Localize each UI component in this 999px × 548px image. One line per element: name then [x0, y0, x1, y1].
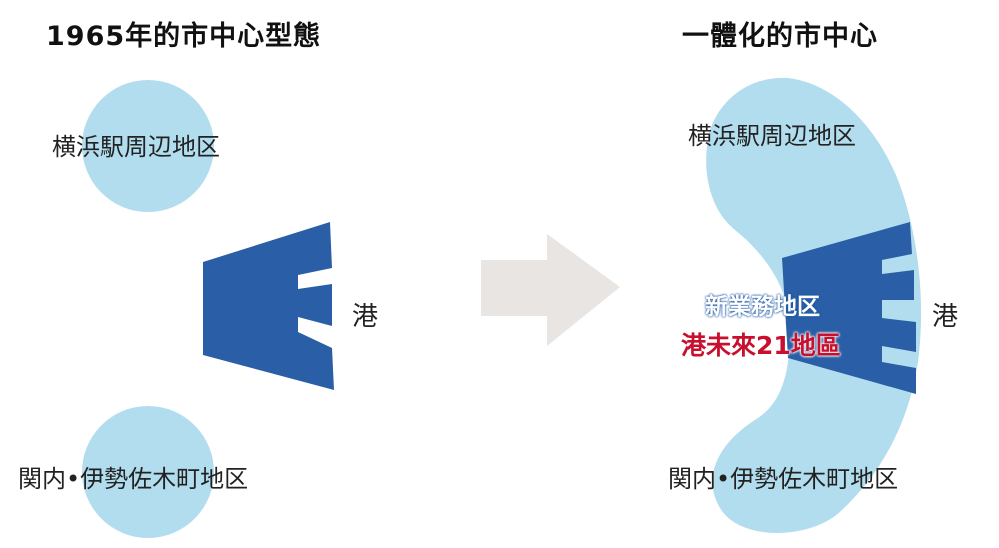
new-business-district-label: 新業務地区 [705, 294, 820, 320]
arrow-right-icon [481, 234, 620, 346]
left-kannai-area-label: 関内•伊勢佐木町地区 [18, 465, 249, 493]
minatomirai-label: 港未來21地區 [681, 331, 841, 360]
left-panel-title: 1965年的市中心型態 [46, 21, 322, 52]
right-station-area-label: 横浜駅周辺地区 [688, 122, 856, 150]
left-port-label: 港 [352, 302, 379, 332]
right-port-shape [782, 222, 916, 394]
left-kannai-circle [82, 406, 214, 538]
left-station-circle [82, 80, 214, 212]
right-port-label: 港 [932, 302, 959, 332]
left-station-area-label: 横浜駅周辺地区 [52, 133, 220, 161]
left-port-shape [203, 222, 334, 390]
right-panel-title: 一體化的市中心 [682, 21, 878, 52]
right-kannai-area-label: 関内•伊勢佐木町地区 [668, 465, 899, 493]
